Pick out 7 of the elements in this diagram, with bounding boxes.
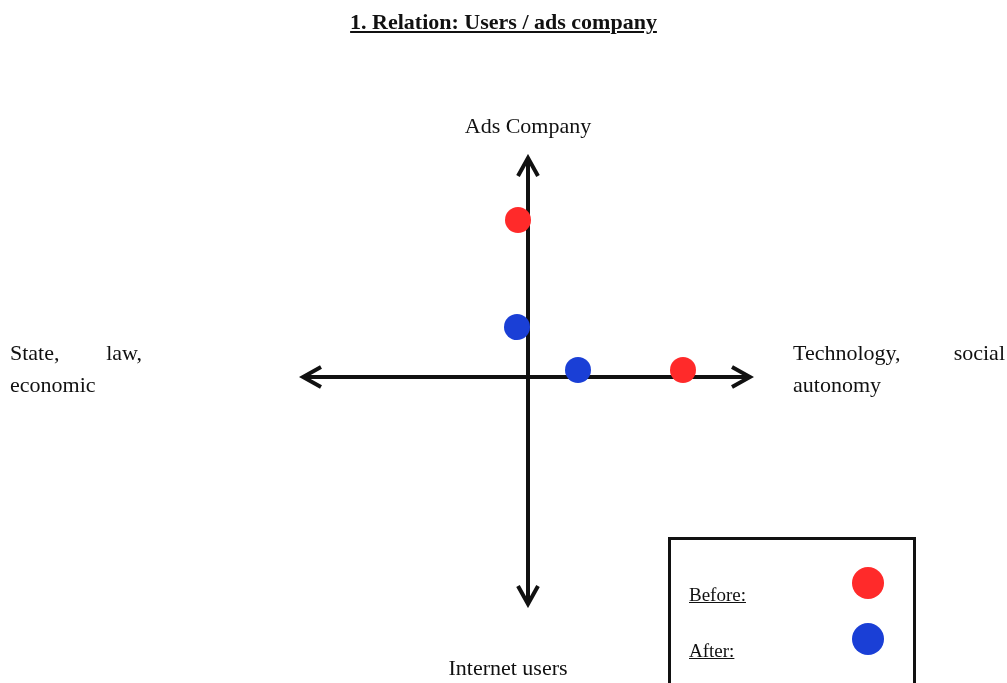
axis-label: Technology, social autonomy <box>793 339 1005 399</box>
axis-label: Internet users <box>447 654 569 682</box>
axis-label: Ads Company <box>463 112 593 140</box>
axis-label: State, law, economic <box>10 339 142 399</box>
chart-title: 1. Relation: Users / ads company <box>349 8 658 36</box>
legend-label: Before: <box>689 584 746 606</box>
legend-label: After: <box>689 640 735 662</box>
